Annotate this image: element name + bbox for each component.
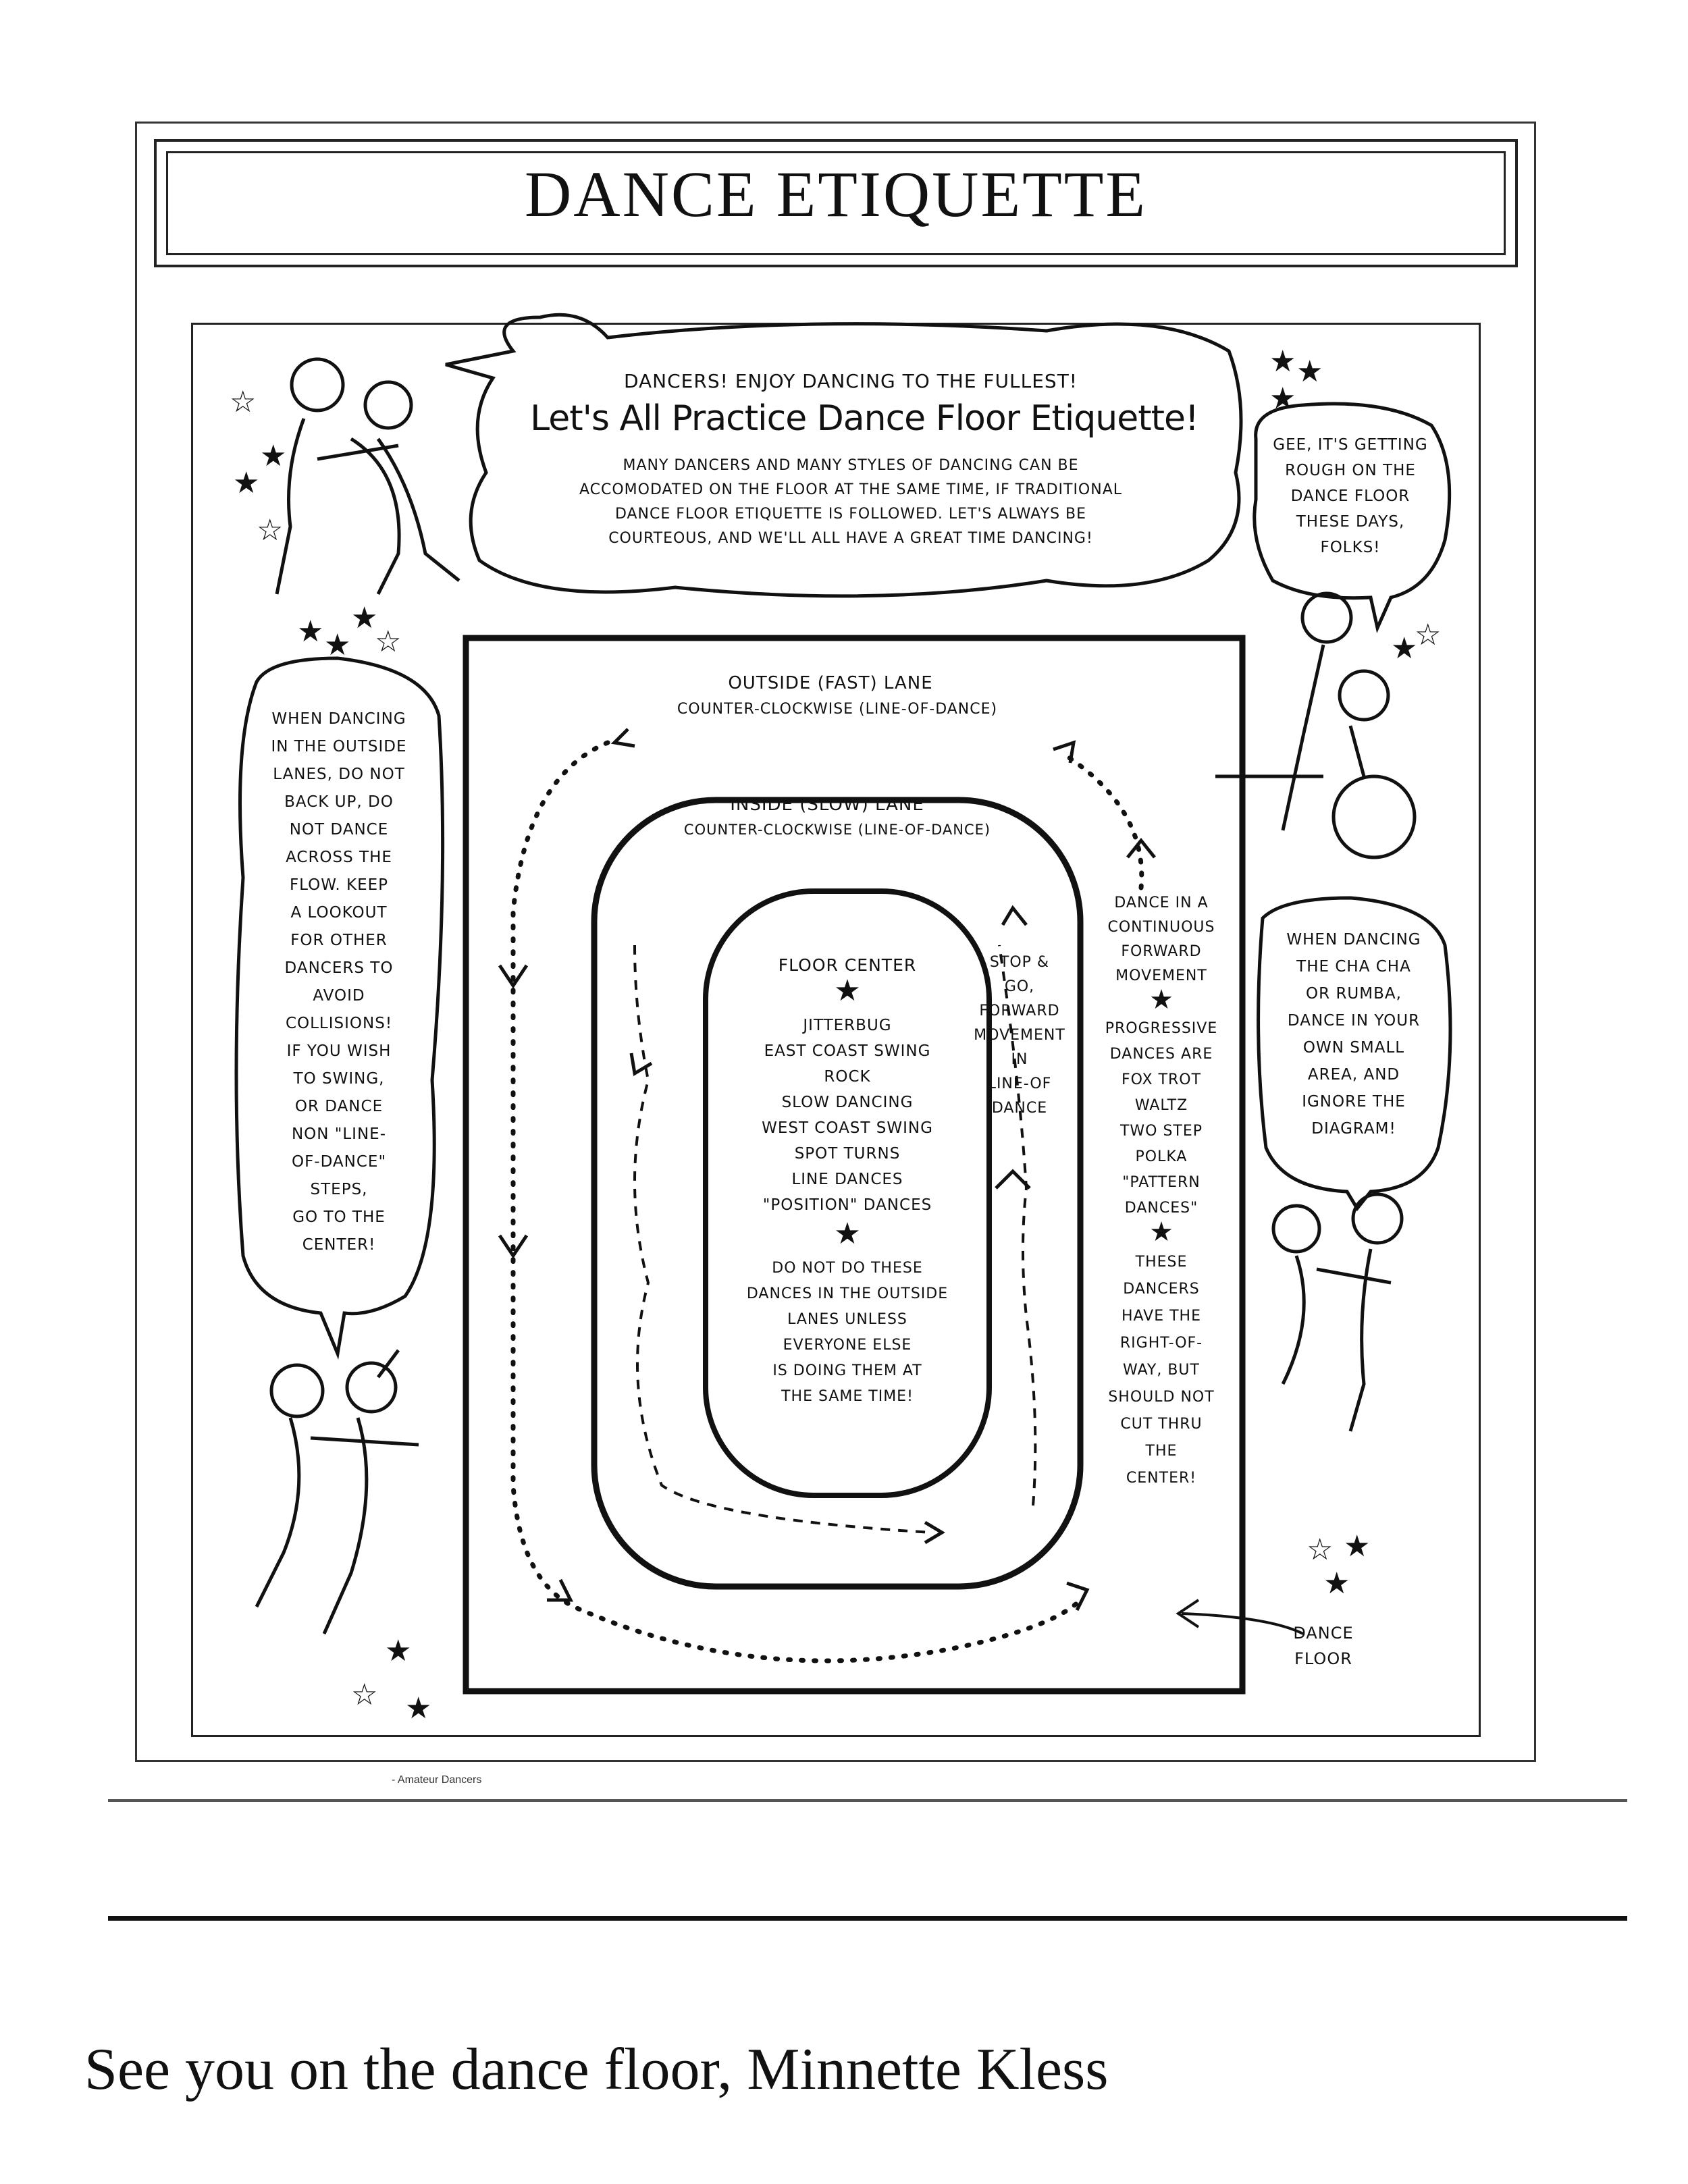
inside-lane-path [633, 944, 932, 1534]
right-mid-bubble-shape [1257, 896, 1452, 1212]
svg-text:★: ★ [233, 466, 259, 500]
svg-text:★: ★ [1269, 344, 1296, 379]
svg-text:★: ★ [1344, 1529, 1370, 1564]
arrowhead [924, 1520, 945, 1545]
progressive-intro: DANCE IN A CONTINUOUS FORWARD MOVEMENT [1107, 895, 1215, 984]
outside-lane-path [510, 740, 1083, 1663]
outside-lane-direction: COUNTER-CLOCKWISE (LINE-OF-DANCE) [677, 701, 998, 718]
arrowhead [610, 728, 635, 748]
left-bubble-shape [234, 656, 445, 1360]
floor-center-heading: FLOOR CENTER [778, 955, 917, 975]
svg-text:☆: ☆ [257, 513, 283, 548]
progressive-star-icon: ★ [1149, 984, 1173, 1015]
svg-text:★: ★ [1296, 354, 1323, 389]
inside-lane-direction: COUNTER-CLOCKWISE (LINE-OF-DANCE) [683, 822, 991, 838]
svg-text:☆: ☆ [230, 385, 256, 419]
banner-cloud [445, 313, 1243, 598]
injured-dancers-right [1215, 591, 1417, 859]
svg-text:★: ★ [1391, 631, 1417, 666]
svg-text:★: ★ [297, 614, 323, 649]
svg-text:★: ★ [260, 439, 286, 473]
poster-frame [135, 122, 1536, 1762]
inside-lane-path-right [998, 944, 1037, 1506]
center-star-icon: ★ [834, 1217, 861, 1251]
source-note: - Amateur Dancers [392, 1774, 482, 1786]
banner-body: MANY DANCERS AND MANY STYLES OF DANCING … [579, 457, 1123, 547]
arrowhead [629, 1053, 653, 1077]
signature-line: See you on the dance floor, Minnette Kle… [84, 2037, 1109, 2102]
outside-lane-name: OUTSIDE (FAST) LANE [728, 673, 933, 693]
svg-text:★: ★ [324, 628, 350, 662]
banner-line1: DANCERS! ENJOY DANCING TO THE FULLEST! [623, 370, 1078, 392]
stop-go-text: STOP & GO, FORWARD MOVEMENT IN LINE-OF D… [974, 954, 1065, 1117]
svg-text:☆: ☆ [1415, 618, 1441, 652]
svg-text:★: ★ [1323, 1566, 1350, 1601]
svg-text:☆: ☆ [1307, 1533, 1333, 1567]
arrowhead [547, 1578, 574, 1602]
divider-thin [108, 1799, 1627, 1802]
arrowhead [995, 1169, 1031, 1190]
arrowhead [1053, 740, 1076, 764]
progressive-star-icon: ★ [1149, 1217, 1173, 1248]
arrowhead [498, 964, 529, 989]
right-top-bubble-shape [1252, 402, 1452, 633]
arrowhead [1176, 1599, 1200, 1628]
right-top-bubble-text: GEE, IT'S GETTING ROUGH ON THE DANCE FLO… [1273, 436, 1428, 556]
center-star-icon: ★ [834, 974, 861, 1008]
dancers-bottom-left [255, 1349, 419, 1635]
dancers-top-left [275, 357, 460, 595]
svg-text:★: ★ [405, 1691, 431, 1726]
arrowhead [1126, 837, 1156, 859]
left-bubble-text: WHEN DANCING IN THE OUTSIDE LANES, DO NO… [271, 710, 407, 1254]
progressive-dances: PROGRESSIVE DANCES ARE FOX TROT WALTZ TW… [1105, 1020, 1218, 1217]
svg-text:★: ★ [351, 601, 377, 635]
star-icons: ☆★★ ☆★★ ☆★ ★★★ ☆★ ☆★★ ★☆★ [230, 344, 1441, 1726]
floor-pointer-arrow [1181, 1612, 1304, 1635]
dance-floor-outline [463, 635, 1246, 1695]
svg-text:☆: ☆ [375, 624, 401, 659]
title-box-inner [166, 151, 1506, 255]
svg-text:★: ★ [385, 1634, 411, 1668]
floor-center-track [703, 888, 992, 1498]
page-title: DANCE ETIQUETTE [524, 158, 1148, 230]
outside-lane-path-right [1064, 753, 1144, 890]
arrowhead [498, 1234, 529, 1259]
progressive-rule: THESE DANCERS HAVE THE RIGHT-OF- WAY, BU… [1108, 1254, 1215, 1487]
right-mid-bubble-text: WHEN DANCING THE CHA CHA OR RUMBA, DANCE… [1286, 931, 1421, 1138]
arrowhead [1001, 905, 1028, 926]
dance-floor-label: DANCE FLOOR [1293, 1624, 1354, 1668]
banner-headline: Let's All Practice Dance Floor Etiquette… [530, 398, 1199, 439]
dancers-bottom-right [1271, 1192, 1404, 1432]
floor-center-warning: DO NOT DO THESE DANCES IN THE OUTSIDE LA… [746, 1260, 949, 1405]
arrowhead [1066, 1581, 1090, 1612]
svg-text:☆: ☆ [351, 1678, 377, 1712]
inside-lane-name: INSIDE (SLOW) LANE [730, 795, 924, 815]
floor-center-dances: JITTERBUG EAST COAST SWING ROCK SLOW DAN… [762, 1017, 933, 1214]
divider-thick [108, 1916, 1627, 1921]
svg-text:★: ★ [1269, 381, 1296, 416]
inside-lane-track [591, 797, 1084, 1590]
title-box [154, 139, 1518, 267]
